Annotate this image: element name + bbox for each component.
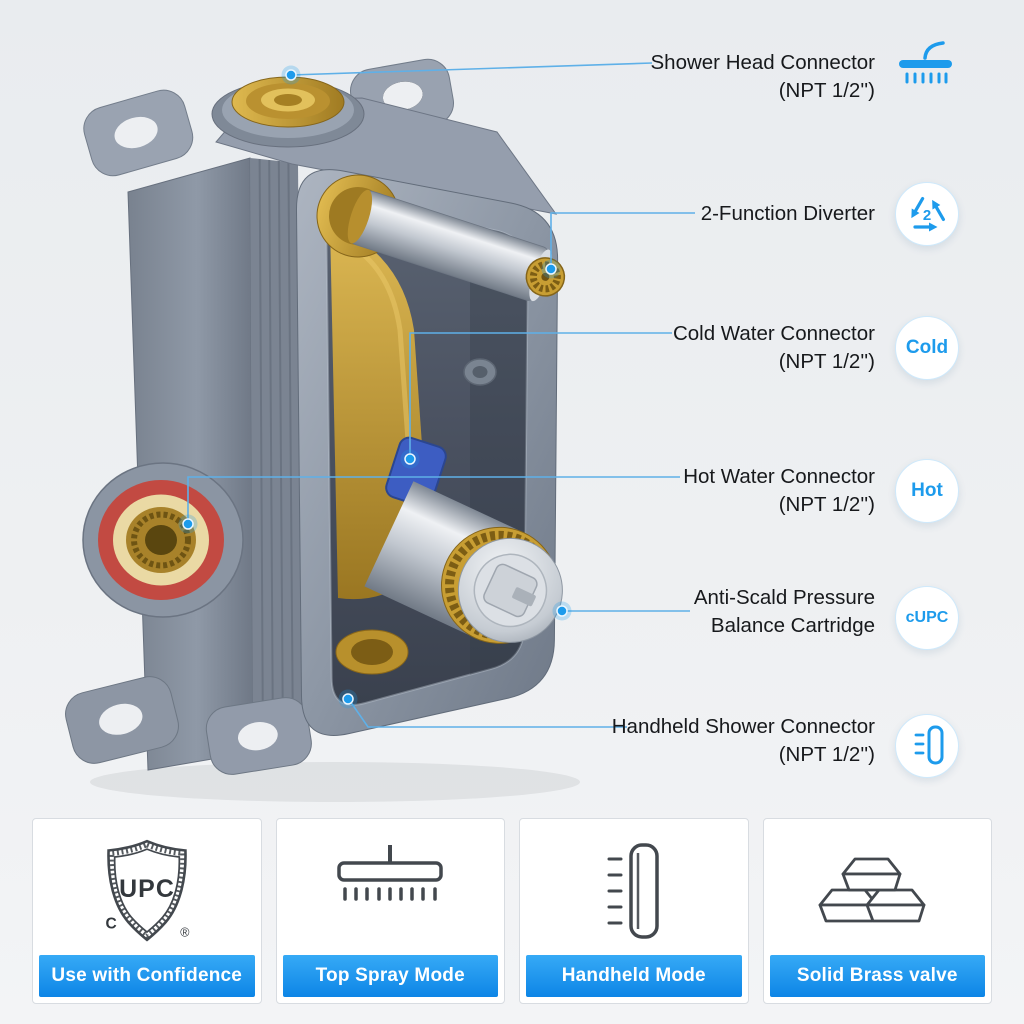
callout-sub: (NPT 1/2'') (778, 742, 875, 766)
callout-cartridge: Anti-Scald Pressure Balance Cartridge (694, 584, 875, 639)
ground-shadow (90, 762, 580, 802)
feature-cards: UPC C ® Use with Confidence (32, 818, 992, 1004)
callout-lines (187, 62, 695, 728)
feature-banner: Top Spray Mode (282, 955, 498, 997)
upc-text: UPC (119, 875, 175, 903)
callout-diverter: 2-Function Diverter (701, 200, 875, 228)
callout-cold: Cold Water Connector (NPT 1/2'') (673, 320, 875, 375)
callout-sub: (NPT 1/2'') (778, 349, 875, 373)
callout-line-diverter (550, 212, 695, 268)
callout-handheld: Handheld Shower Connector (NPT 1/2'') (612, 713, 875, 768)
callout-label: Handheld Shower Connector (611, 715, 875, 738)
handheld-badge (895, 714, 959, 778)
diverter-badge: 2 (895, 182, 959, 246)
cupc-badge: cUPC (895, 586, 959, 650)
diverter-stem (316, 174, 566, 302)
shower-head-icon (893, 38, 959, 101)
feature-banner: Solid Brass valve (769, 955, 985, 997)
callout-label: Cold Water Connector (672, 322, 875, 345)
handheld-shower-icon (520, 819, 748, 955)
callout-line-cold (409, 332, 672, 458)
callout-label: Anti-Scald Pressure (693, 586, 875, 609)
callout-label: 2-Function Diverter (700, 202, 875, 225)
feature-banner: Use with Confidence (39, 955, 255, 997)
callout-label: Hot Water Connector (683, 465, 875, 488)
mounting-ear-bottom-mid (205, 697, 312, 775)
cold-badge: Cold (895, 316, 959, 380)
hot-water-inlet (82, 462, 244, 618)
brass-ingots-icon (764, 819, 992, 955)
cupc-badge-text: cUPC (905, 609, 949, 626)
hot-badge: Hot (895, 459, 959, 523)
mounting-ear-bottom-left (65, 676, 179, 764)
callout-shower-head: Shower Head Connector (NPT 1/2'') (651, 49, 876, 104)
valve-rib-band (250, 158, 303, 752)
feature-card-confidence: UPC C ® Use with Confidence (32, 818, 262, 1004)
handheld-shower-icon (914, 725, 944, 765)
callout-label: Shower Head Connector (650, 51, 876, 74)
feature-card-handheld: Handheld Mode (519, 818, 749, 1004)
callout-hot: Hot Water Connector (NPT 1/2'') (683, 463, 875, 518)
cartridge (364, 481, 563, 644)
cold-badge-text: Cold (905, 337, 949, 358)
shower-head-port (211, 76, 365, 148)
feature-card-top-spray: Top Spray Mode (275, 818, 505, 1004)
mounting-ear-top-left (83, 89, 194, 177)
upc-r: ® (180, 926, 189, 940)
recycle-2-icon: 2 (911, 197, 945, 232)
callout-sub: (NPT 1/2'') (778, 78, 875, 102)
callout-line-hot (187, 476, 680, 522)
callout-label: Balance Cartridge (710, 613, 875, 637)
callout-line-shower-head (290, 62, 653, 76)
feature-banner: Handheld Mode (526, 955, 742, 997)
callout-dots (178, 65, 572, 709)
top-spray-icon (277, 819, 505, 955)
callout-sub: (NPT 1/2'') (778, 492, 875, 516)
diverter-badge-number: 2 (923, 207, 931, 224)
callout-line-handheld (349, 700, 627, 728)
feature-card-brass: Solid Brass valve (762, 818, 992, 1004)
upc-c: C (105, 915, 116, 932)
upc-shield-icon: UPC C ® (33, 819, 261, 955)
hot-badge-text: Hot (911, 480, 943, 501)
